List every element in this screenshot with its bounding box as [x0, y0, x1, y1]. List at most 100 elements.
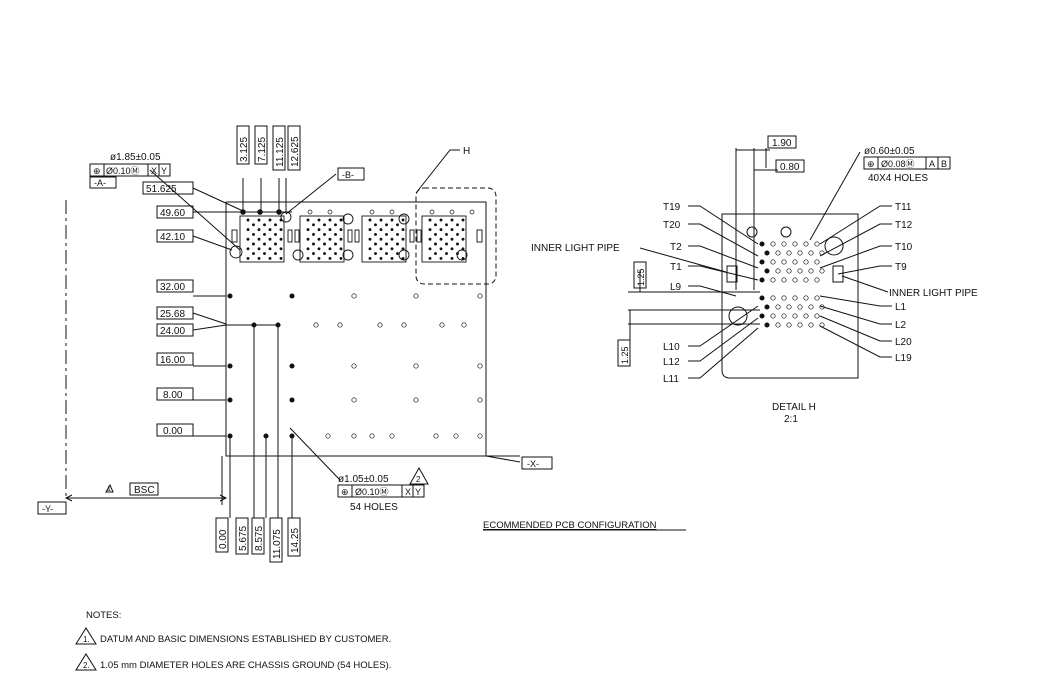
chassis-hole — [369, 209, 375, 215]
detail-hole — [808, 304, 814, 310]
detail-hole — [759, 313, 765, 319]
chassis-hole — [227, 293, 233, 299]
chassis-hole — [313, 322, 319, 328]
datum-b-leader — [285, 173, 337, 215]
detail-hole — [786, 322, 792, 328]
detail-hole — [803, 259, 809, 265]
bottom-dim-11-075: 11.075 — [272, 529, 283, 559]
port-pad — [312, 232, 315, 236]
pin-label-l9: L9 — [670, 282, 682, 293]
port-pad — [461, 237, 465, 241]
top-dim-leaders — [226, 178, 292, 214]
detail-hole — [792, 259, 798, 265]
detail-hole — [814, 313, 820, 319]
datum-x-box — [521, 456, 553, 470]
port-pad — [339, 237, 343, 241]
large-hole-diameter: ø1.85±0.05 — [110, 152, 161, 163]
port-pad — [279, 228, 283, 232]
port-pad — [461, 228, 465, 232]
port-pad — [328, 237, 332, 241]
detail-pin-leaders — [639, 205, 892, 379]
detail-hole — [759, 241, 765, 247]
small-hole-note-flag: 2 — [416, 475, 421, 484]
detail-hole — [759, 259, 765, 265]
small-hole-leader — [289, 427, 341, 481]
pin-label-t1: T1 — [670, 262, 682, 273]
port-pad — [385, 242, 388, 246]
port-pad — [268, 218, 272, 222]
chassis-ground-holes — [227, 209, 483, 439]
detail-hole-diameter: ø0.60±0.05 — [864, 146, 915, 157]
detail-hole — [781, 241, 787, 247]
port-pad — [312, 223, 315, 227]
chassis-hole — [477, 397, 483, 403]
chassis-hole — [449, 209, 455, 215]
detail-dim-190-box — [767, 135, 797, 149]
detail-hole-fcf — [863, 156, 951, 170]
detail-hole-ref-2: B — [941, 159, 947, 169]
port-pad — [263, 252, 266, 256]
chassis-hole — [477, 363, 483, 369]
small-hole-diameter: ø1.05±0.05 — [338, 474, 389, 485]
detail-dim-125a: 1.25 — [636, 268, 646, 286]
pin-label-t20: T20 — [663, 220, 681, 231]
detail-hole-array — [759, 241, 825, 328]
y-dim-51-625: 51.625 — [146, 184, 177, 195]
detail-hole — [759, 277, 765, 283]
datum-y-box — [37, 501, 67, 515]
top-dim-3-125: 3.125 — [239, 137, 250, 162]
detail-hole — [792, 241, 798, 247]
pin-label-t9: T9 — [895, 262, 907, 273]
port-pad — [252, 223, 255, 227]
detail-hole — [764, 304, 770, 310]
detail-hole — [775, 250, 781, 256]
port-pad — [306, 218, 310, 222]
port-pad — [312, 242, 315, 246]
pin-label-l19: L19 — [895, 353, 912, 364]
port-pad — [317, 256, 321, 260]
note-1-number: 1. — [83, 635, 90, 644]
port-pad — [445, 252, 448, 256]
detail-hole-tol-symbol: ⊕ — [867, 159, 875, 169]
port-pad — [401, 256, 405, 260]
detail-scale: 2:1 — [784, 414, 798, 425]
detail-hole — [797, 322, 803, 328]
pin-label-l20: L20 — [895, 337, 912, 348]
detail-hole — [808, 268, 814, 274]
detail-hole — [770, 313, 776, 319]
port-pad — [252, 232, 255, 236]
detail-hole — [792, 313, 798, 319]
detail-dim-125a-box — [633, 261, 647, 289]
note-1-triangle — [75, 627, 97, 645]
y-dim-0-00: 0.00 — [163, 426, 183, 437]
chassis-hole — [227, 397, 233, 403]
pin-label-l10: L10 — [663, 342, 680, 353]
detail-hole — [786, 304, 792, 310]
port-pad — [368, 228, 372, 232]
note-2-text: 1.05 mm DIAMETER HOLES ARE CHASSIS GROUN… — [100, 660, 391, 671]
port-pad — [396, 252, 399, 256]
chassis-hole — [453, 433, 459, 439]
detail-h-region — [415, 187, 497, 285]
port-pad — [434, 223, 437, 227]
large-hole-ref-2: Y — [161, 166, 167, 176]
chassis-hole — [351, 433, 357, 439]
port-pad — [428, 218, 432, 222]
port-pad — [306, 247, 310, 251]
port-pads — [246, 218, 465, 260]
callout-h-label: H — [463, 146, 470, 157]
port-pad — [268, 247, 272, 251]
port-pad — [434, 252, 437, 256]
chassis-hole — [477, 293, 483, 299]
port-pad — [323, 223, 326, 227]
large-hole-ref-1: X — [151, 166, 157, 176]
port-pad — [401, 228, 405, 232]
chassis-hole — [289, 363, 295, 369]
chassis-hole — [325, 433, 331, 439]
detail-hole — [808, 250, 814, 256]
port-pad — [317, 247, 321, 251]
port-pad — [428, 228, 432, 232]
detail-hole — [781, 295, 787, 301]
pcb-outline — [225, 201, 487, 457]
detail-hole — [797, 304, 803, 310]
